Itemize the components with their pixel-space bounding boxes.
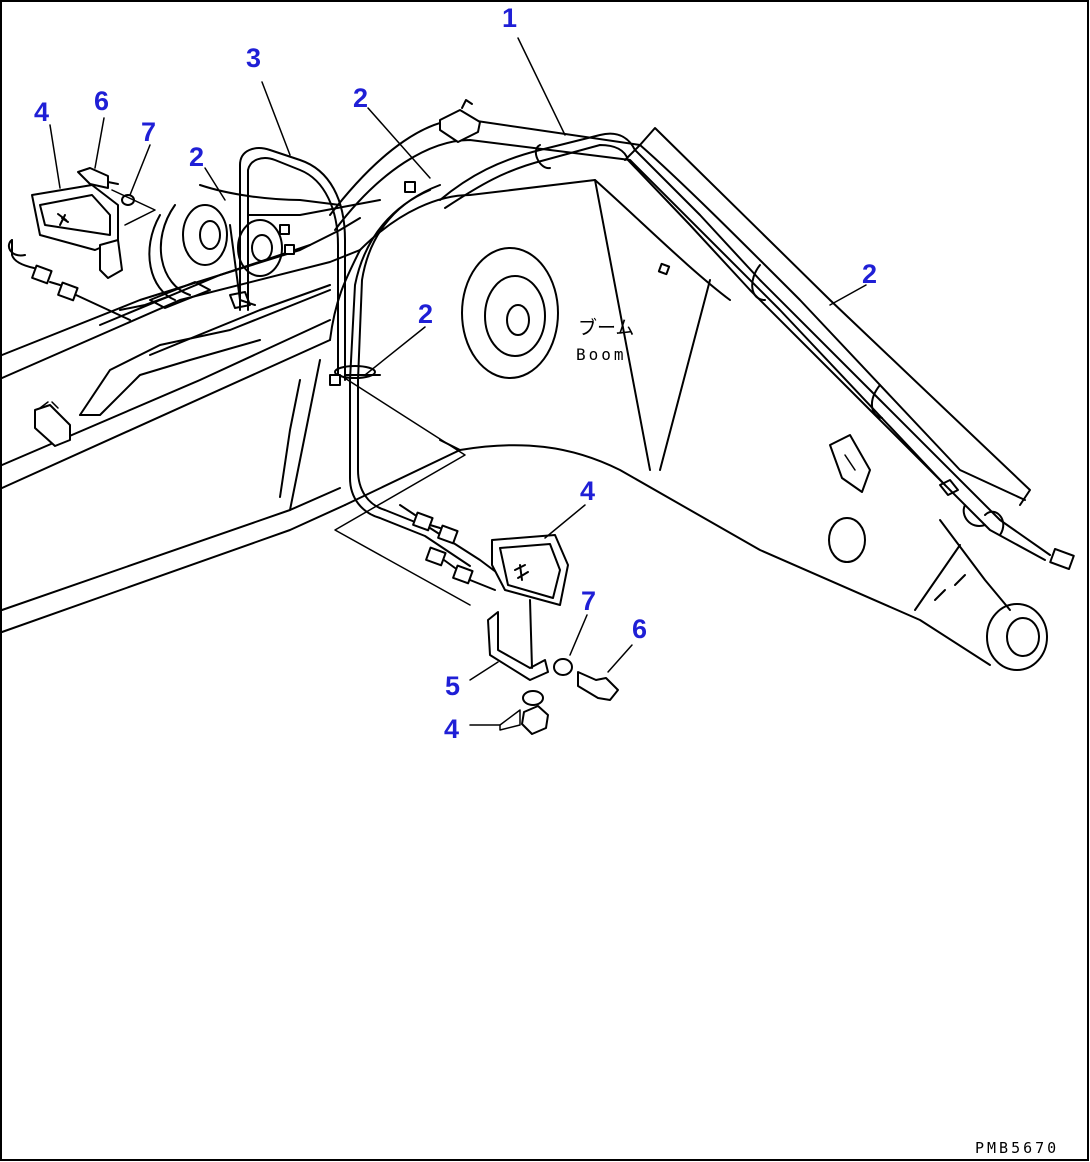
boom-label-english: Boom bbox=[576, 345, 627, 364]
callout-2-right[interactable]: 2 bbox=[862, 259, 877, 289]
callout-7-right[interactable]: 7 bbox=[581, 586, 596, 616]
callout-4-left-lamp[interactable]: 4 bbox=[34, 97, 49, 127]
callout-4-right-lamp[interactable]: 4 bbox=[580, 476, 595, 506]
wiring-harnesses bbox=[11, 99, 1075, 606]
callout-2-middle[interactable]: 2 bbox=[418, 299, 433, 329]
leader-lines bbox=[49, 37, 867, 726]
drawing-code: PMB5670 bbox=[975, 1139, 1059, 1157]
callout-1[interactable]: 1 bbox=[502, 3, 517, 33]
callout-4-nut[interactable]: 4 bbox=[444, 714, 459, 744]
callout-5[interactable]: 5 bbox=[445, 671, 460, 701]
callout-2-top[interactable]: 2 bbox=[353, 83, 368, 113]
boom-body bbox=[329, 118, 1048, 671]
callout-6-left[interactable]: 6 bbox=[94, 86, 109, 116]
boom-label-japanese: ブーム bbox=[578, 316, 634, 339]
callout-7-left[interactable]: 7 bbox=[141, 117, 156, 147]
callout-3[interactable]: 3 bbox=[246, 43, 261, 73]
work-lamp-left bbox=[7, 167, 156, 279]
callout-6-right[interactable]: 6 bbox=[632, 614, 647, 644]
work-lamp-right bbox=[487, 534, 619, 735]
callout-2-left[interactable]: 2 bbox=[189, 142, 204, 172]
revolving-frame bbox=[1, 204, 361, 633]
